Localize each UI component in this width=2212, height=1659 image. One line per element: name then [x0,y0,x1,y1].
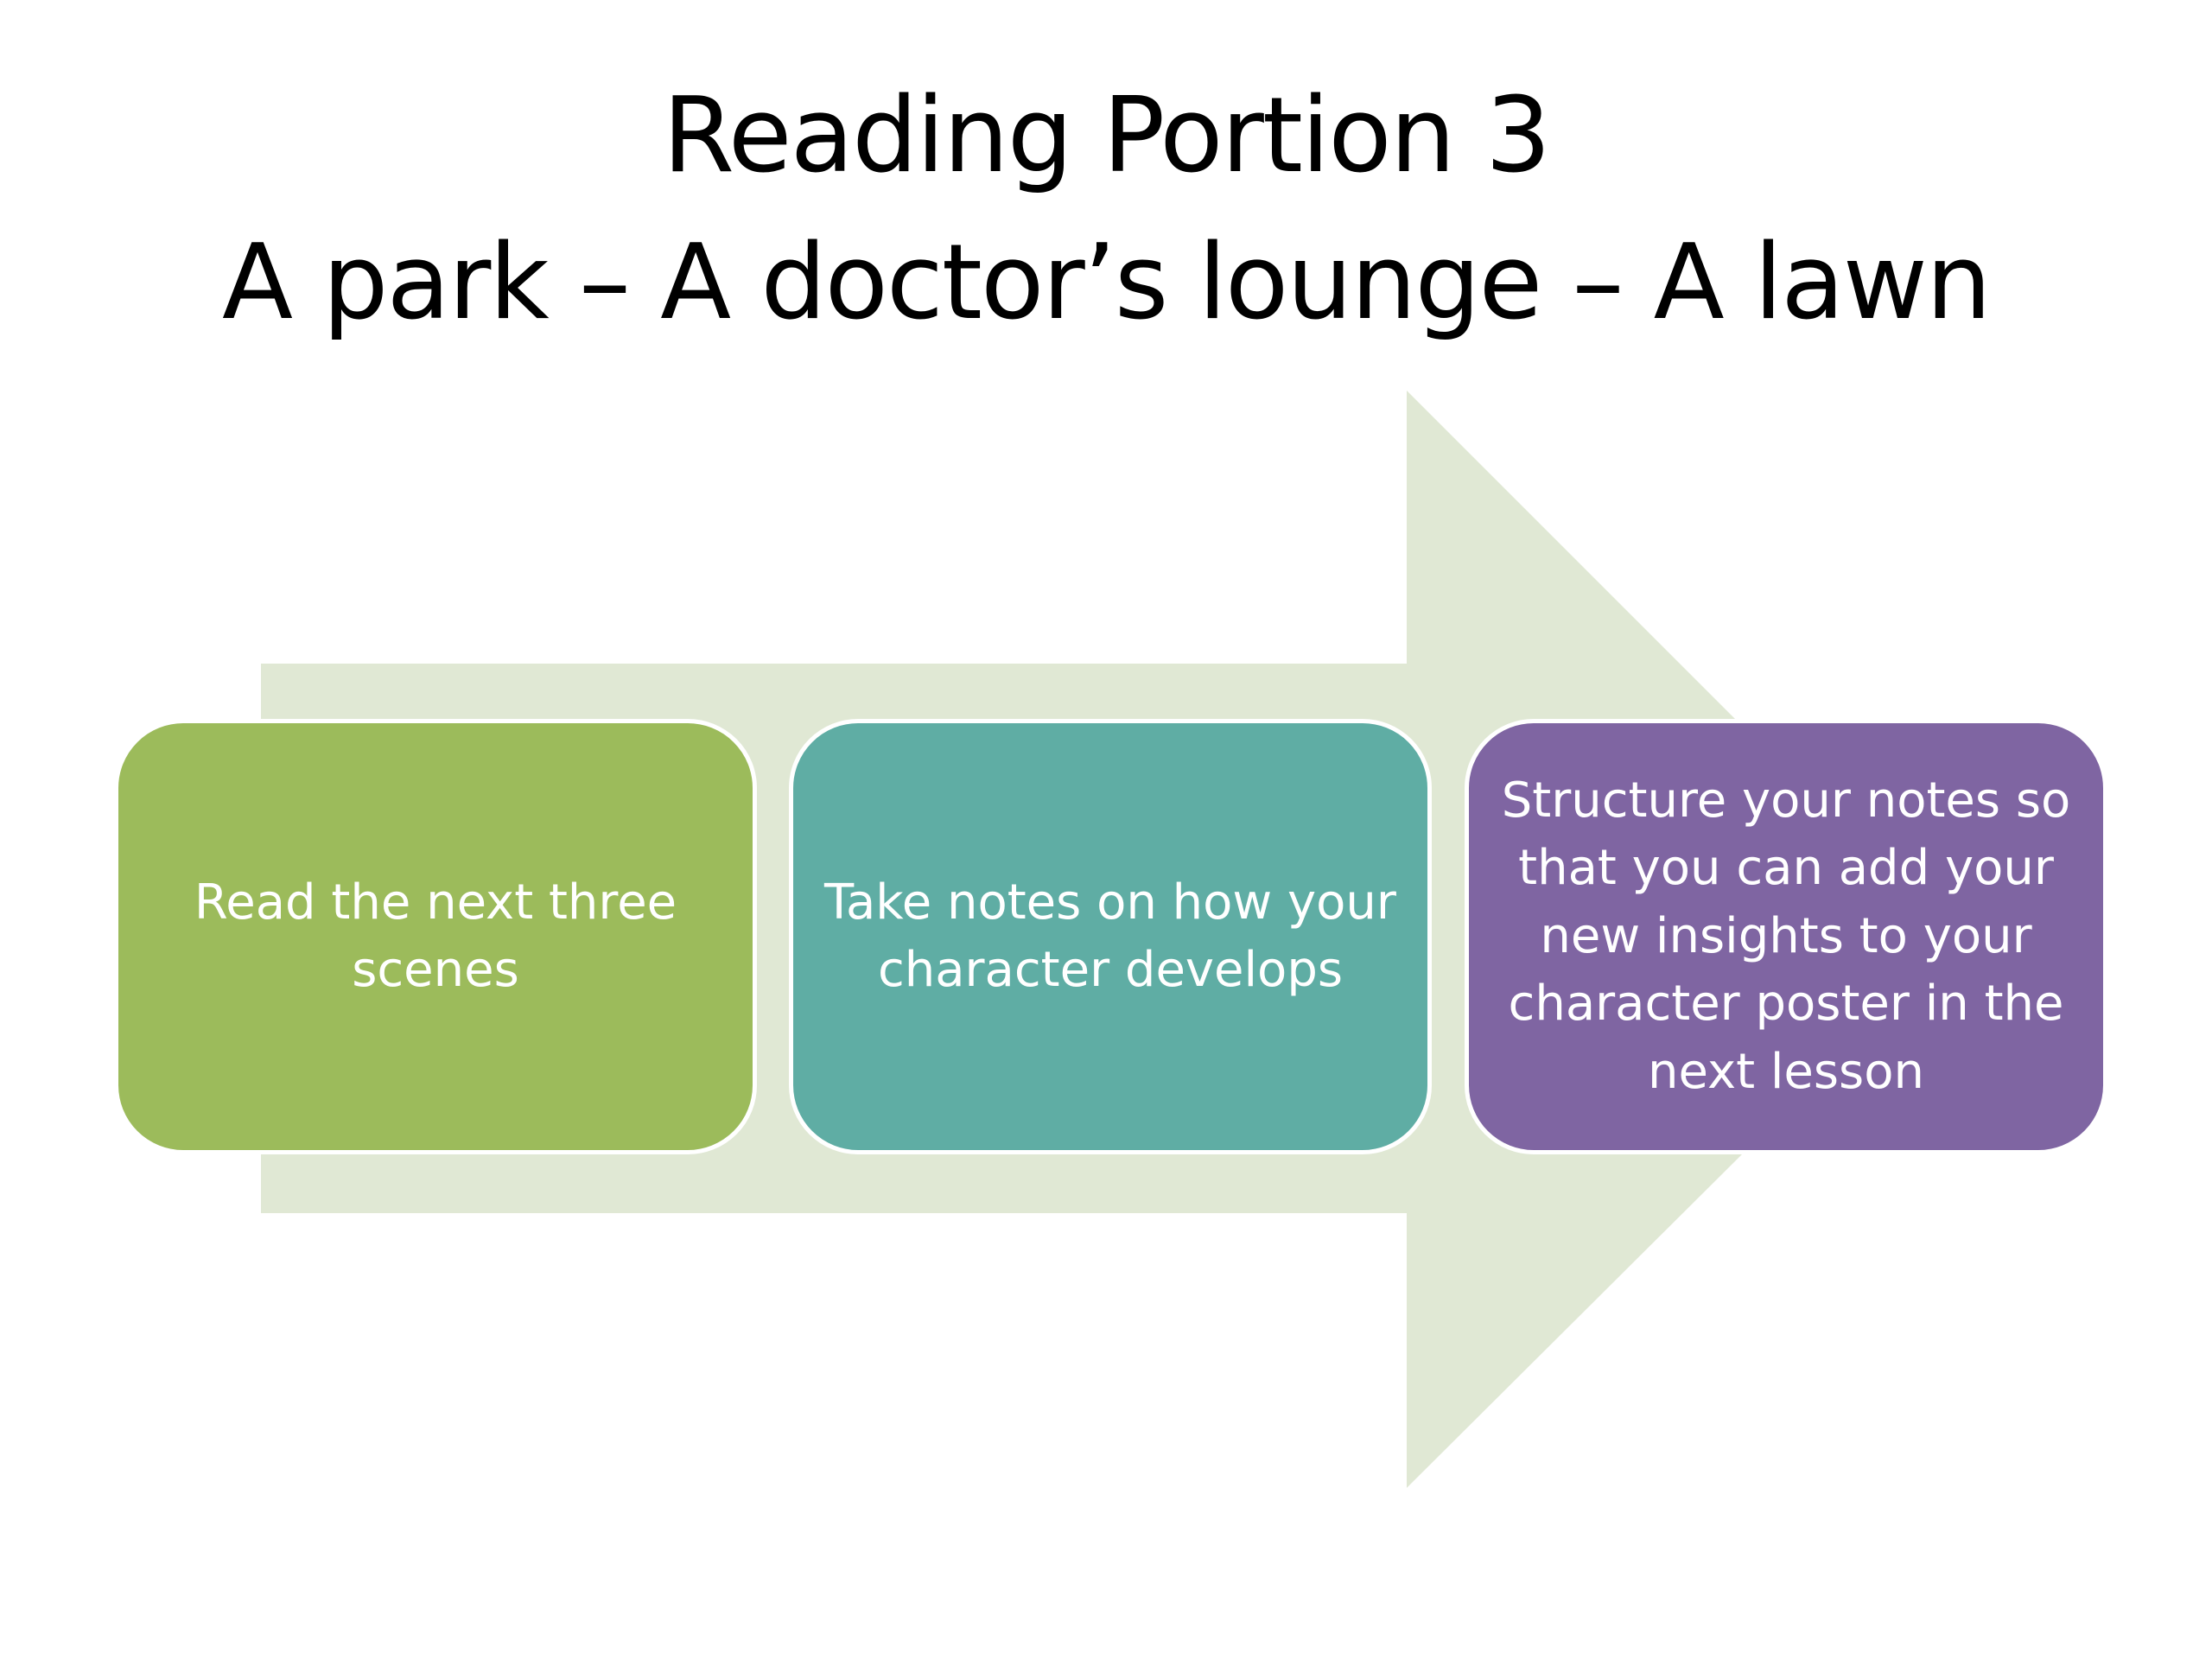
step-text-structure-notes: Structure your notes so that you can add… [1501,772,2071,1100]
step-text-read: Read the next three scenes [194,874,677,998]
slide-title-line-1: Reading Portion 3 [662,76,1551,196]
step-box-read: Read the next three scenes [114,719,757,1154]
slide-title-line-2: A park – A doctor’s lounge – A lawn [222,223,1992,343]
step-box-take-notes: Take notes on how your character develop… [789,719,1432,1154]
step-box-structure-notes: Structure your notes so that you can add… [1465,719,2107,1154]
step-text-take-notes: Take notes on how your character develop… [824,874,1396,998]
